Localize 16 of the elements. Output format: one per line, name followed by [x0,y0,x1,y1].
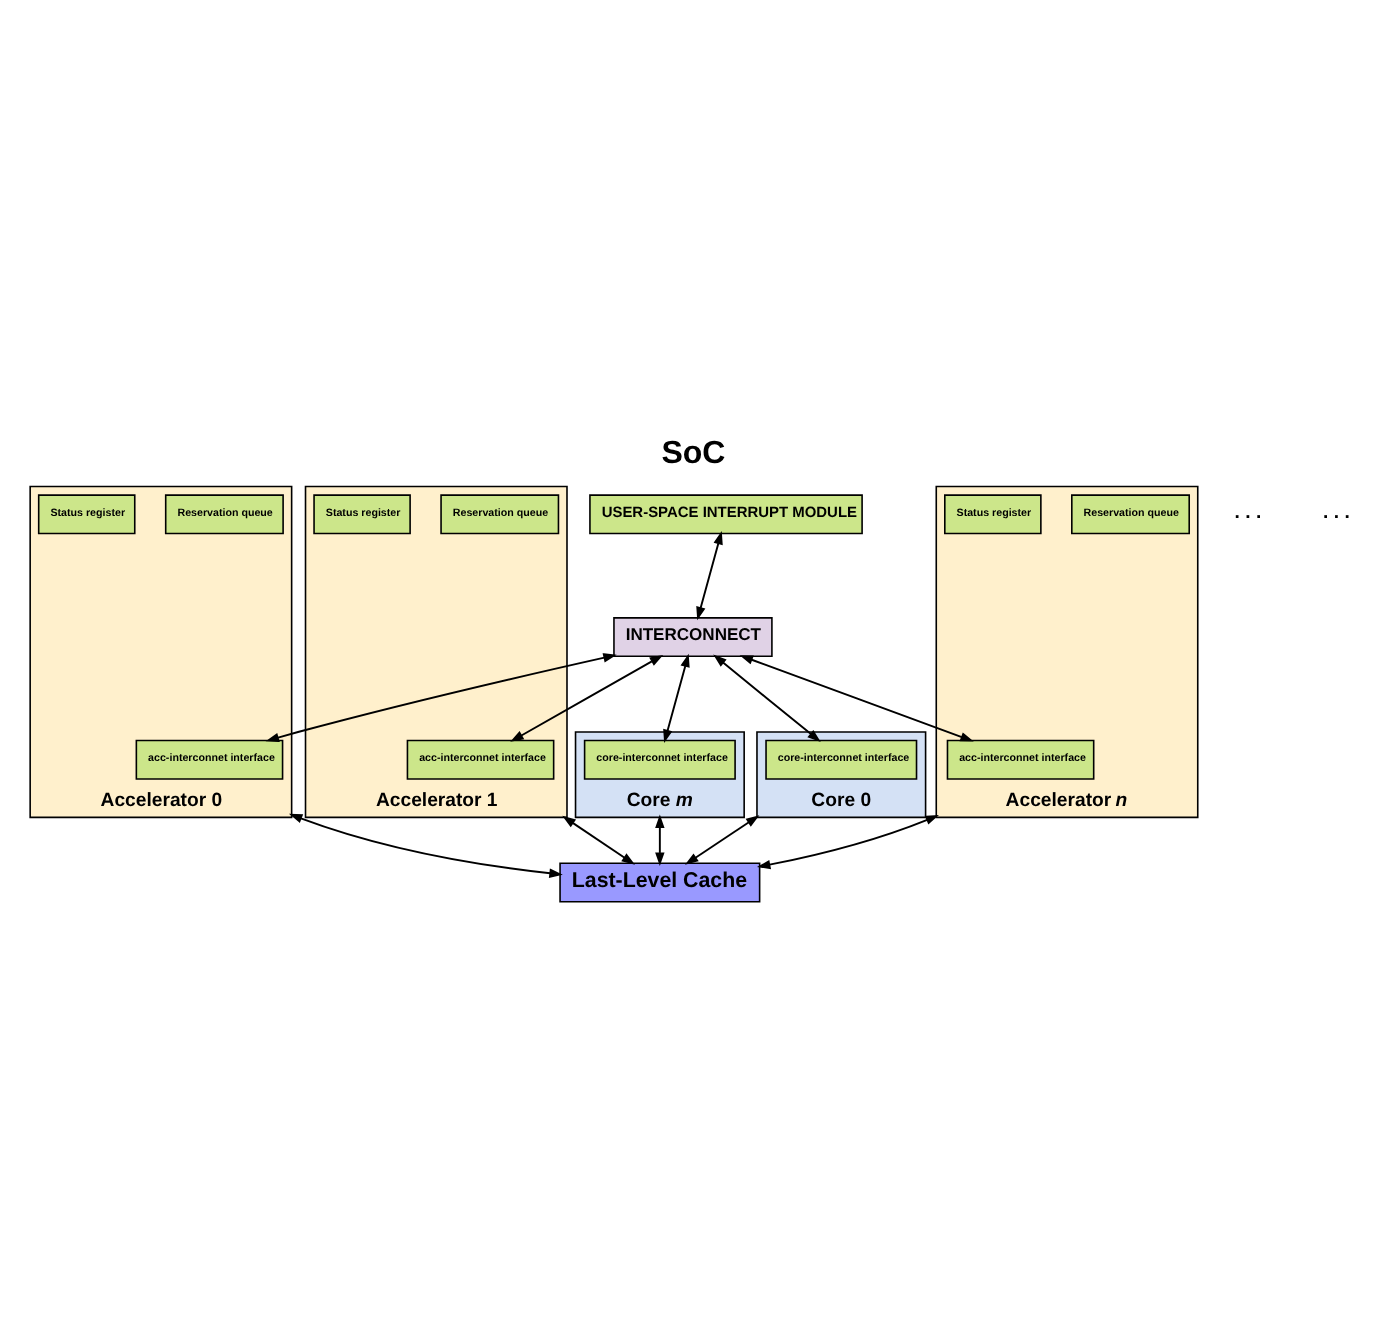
arrow [756,814,939,870]
label: . . . [1323,501,1350,524]
arrow [684,815,760,865]
arrow [655,814,665,866]
arrow [562,815,636,865]
arrow [663,653,690,744]
diagram-title: SoC [661,437,726,472]
arrow [288,813,563,878]
node-box: Last-Level Cache [559,862,761,903]
arrow [510,655,664,742]
arrow [696,530,723,621]
node-box: INTERCONNECT [613,617,773,658]
arrow [265,653,617,742]
label: . . . [1234,501,1262,524]
arrow [713,654,821,743]
arrow [739,655,974,742]
